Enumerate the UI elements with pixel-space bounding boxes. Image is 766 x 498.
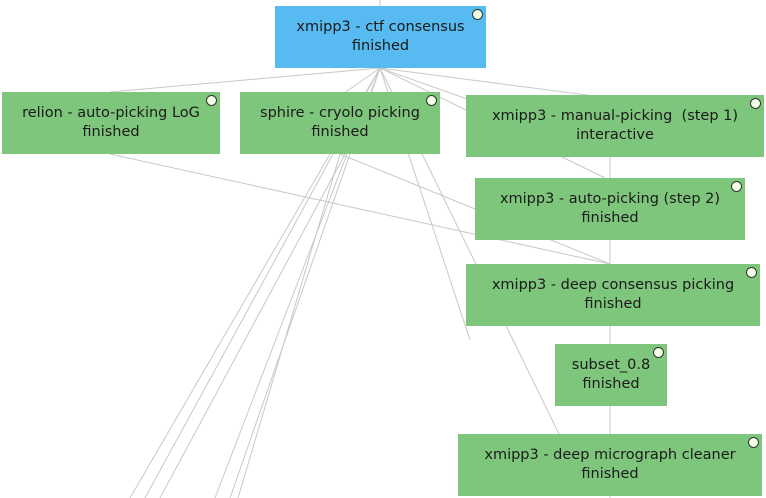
- node-manual-picking[interactable]: xmipp3 - manual-picking (step 1) interac…: [466, 95, 764, 157]
- node-title: xmipp3 - manual-picking (step 1): [491, 108, 739, 124]
- edge-ctf-manual-b: [379, 67, 611, 99]
- status-dot-icon: [746, 267, 757, 278]
- status-dot-icon: [653, 347, 664, 358]
- node-title: xmipp3 - auto-picking (step 2): [499, 191, 721, 207]
- status-dot-icon: [731, 181, 742, 192]
- edge-ctf-relion: [109, 67, 381, 93]
- node-deep-micrograph-cleaner[interactable]: xmipp3 - deep micrograph cleaner finishe…: [458, 434, 762, 496]
- status-dot-icon: [748, 437, 759, 448]
- node-status: finished: [581, 210, 639, 226]
- node-subset[interactable]: subset_0.8 finished: [555, 344, 667, 406]
- node-status: interactive: [576, 127, 654, 143]
- edge-ctf-sphire: [339, 67, 381, 97]
- node-auto-picking[interactable]: xmipp3 - auto-picking (step 2) finished: [475, 178, 745, 240]
- node-status: finished: [311, 124, 369, 140]
- edge-relion-deepcons: [109, 153, 611, 265]
- node-title: xmipp3 - deep consensus picking: [491, 277, 735, 293]
- node-title: xmipp3 - ctf consensus: [296, 19, 465, 35]
- node-title: sphire - cryolo picking: [260, 105, 420, 121]
- status-dot-icon: [472, 9, 483, 20]
- node-ctf-consensus[interactable]: xmipp3 - ctf consensus finished: [275, 6, 486, 68]
- status-dot-icon: [206, 95, 217, 106]
- node-deep-consensus-picking[interactable]: xmipp3 - deep consensus picking finished: [466, 264, 760, 326]
- node-status: finished: [581, 466, 639, 482]
- node-title: relion - auto-picking LoG: [22, 105, 200, 121]
- node-relion-autopicking-log[interactable]: relion - auto-picking LoG finished: [2, 92, 220, 154]
- node-sphire-cryolo-picking[interactable]: sphire - cryolo picking finished: [240, 92, 440, 154]
- node-status: finished: [582, 376, 640, 392]
- node-status: finished: [351, 38, 410, 54]
- status-dot-icon: [426, 95, 437, 106]
- status-dot-icon: [750, 98, 761, 109]
- edge-ctf-manual-a: [379, 67, 471, 101]
- node-status: finished: [82, 124, 140, 140]
- node-title: subset_0.8: [571, 357, 651, 373]
- node-status: finished: [584, 296, 642, 312]
- node-title: xmipp3 - deep micrograph cleaner: [484, 447, 736, 463]
- edge-sphire-out-b: [237, 153, 341, 498]
- edge-sphire-out-a: [159, 153, 346, 498]
